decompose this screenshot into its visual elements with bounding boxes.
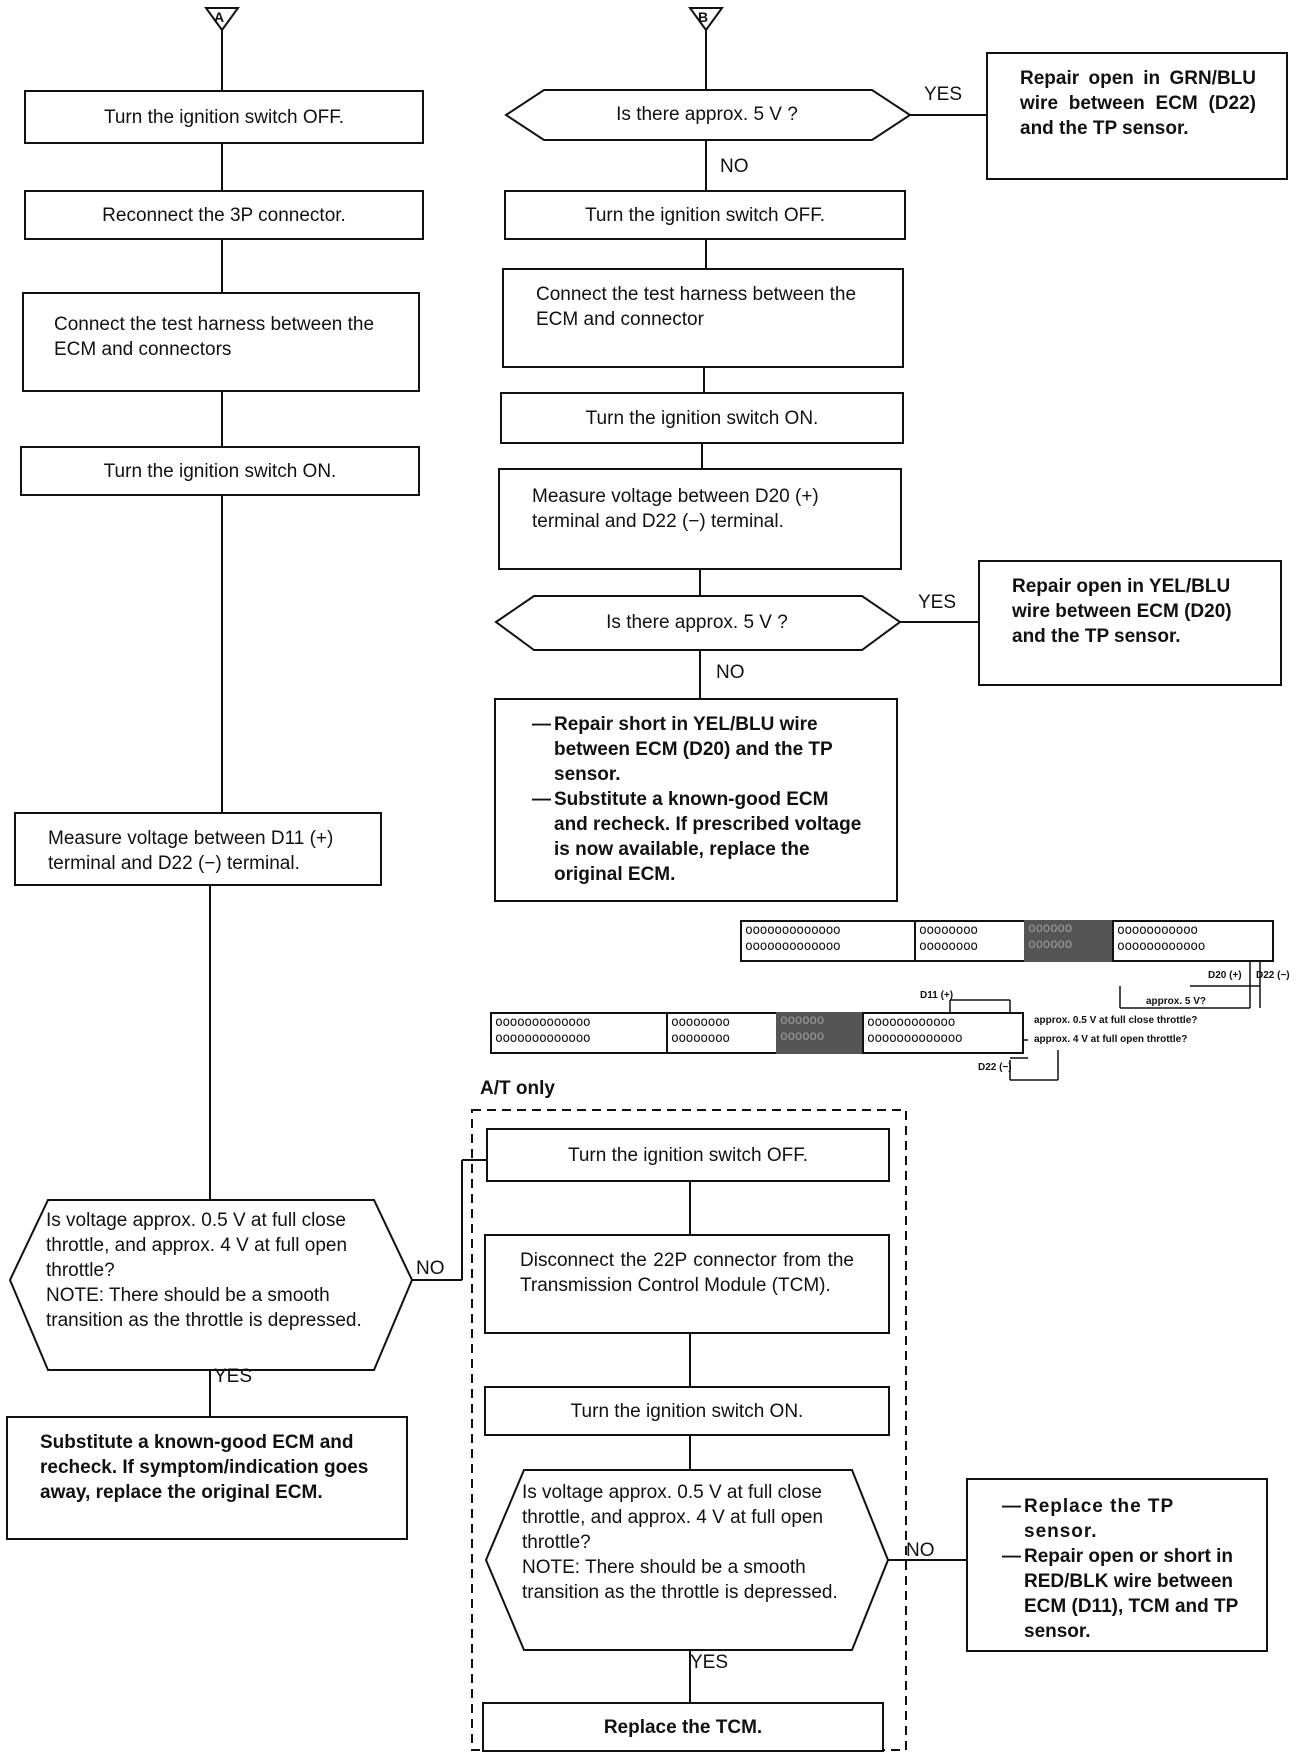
right-decision2-yes-label: YES bbox=[918, 592, 957, 613]
connector-top-s1-row2: ooooooooooooo bbox=[745, 939, 841, 954]
at-result-no-item-2: Repair open or short in RED/BLK wire bet… bbox=[1002, 1544, 1240, 1644]
connector-top: ooooooooooooo ooooooooooooo oooooooo ooo… bbox=[740, 920, 1274, 962]
at-decision-text: Is voltage approx. 0.5 V at full close t… bbox=[522, 1482, 838, 1603]
connector-top-shaded-section: oooooo oooooo bbox=[1024, 920, 1114, 962]
left-result-substitute-ecm: Substitute a known-good ECM and recheck.… bbox=[6, 1416, 408, 1540]
at-yes-label: YES bbox=[690, 1652, 729, 1673]
right-repair-yel-blu-open: Repair open in YEL/BLU wire between ECM … bbox=[978, 560, 1282, 686]
right-decision2-text: Is there approx. 5 V ? bbox=[606, 612, 788, 633]
at-result-replace-tcm: Replace the TCM. bbox=[482, 1702, 884, 1752]
connector-bottom-section-4: oooooooooooo ooooooooooooo bbox=[862, 1012, 1024, 1054]
right-result-item-1: Repair short in YEL/BLU wire between ECM… bbox=[532, 712, 866, 787]
left-decision-text: Is voltage approx. 0.5 V at full close t… bbox=[46, 1210, 362, 1331]
connector-top-s4-row1: ooooooooooo bbox=[1117, 923, 1198, 938]
connector-bottom-shaded-section: oooooo oooooo bbox=[776, 1012, 864, 1054]
right-result-repair-short: Repair short in YEL/BLU wire between ECM… bbox=[494, 698, 898, 902]
connector-bottom-s3-row2: oooooo bbox=[780, 1029, 824, 1044]
marker-a-triangle bbox=[204, 7, 240, 32]
connector-bottom-s4-row2: ooooooooooooo bbox=[867, 1031, 963, 1046]
marker-b-triangle bbox=[688, 7, 724, 32]
at-only-title: A/T only bbox=[480, 1078, 555, 1099]
connector-bottom-s2-row2: oooooooo bbox=[671, 1031, 730, 1046]
right-decision1-yes-label: YES bbox=[924, 84, 963, 105]
right-decision2-no-label: NO bbox=[716, 662, 745, 683]
connector-top-s3-row2: oooooo bbox=[1028, 937, 1072, 952]
connector-top-d22-label: D22 (−) bbox=[1256, 970, 1290, 981]
right-decision1-text: Is there approx. 5 V ? bbox=[616, 104, 798, 125]
connector-top-section-4: ooooooooooo oooooooooooo bbox=[1112, 920, 1274, 962]
right-step-measure-d20: Measure voltage between D20 (+) terminal… bbox=[498, 468, 902, 570]
connector-bottom-s2-row1: oooooooo bbox=[671, 1015, 730, 1030]
right-result-item-2: Substitute a known-good ECM and recheck.… bbox=[532, 787, 866, 887]
right-decision1-no-label: NO bbox=[720, 156, 749, 177]
connector-bottom-s4-row1: oooooooooooo bbox=[867, 1015, 955, 1030]
connector-top-note: approx. 5 V? bbox=[1146, 996, 1207, 1007]
connector-bottom-section-2: oooooooo oooooooo bbox=[666, 1012, 778, 1054]
connector-top-s4-row2: oooooooooooo bbox=[1117, 939, 1205, 954]
connector-top-s1-row1: ooooooooooooo bbox=[745, 923, 841, 938]
connector-top-s3-row1: oooooo bbox=[1028, 921, 1072, 936]
at-step-turn-off: Turn the ignition switch OFF. bbox=[486, 1128, 890, 1182]
at-step-disconnect-22p: Disconnect the 22P connector from the Tr… bbox=[484, 1234, 890, 1334]
connector-bottom-s1-row1: ooooooooooooo bbox=[495, 1015, 591, 1030]
right-step-connect-harness: Connect the test harness between the ECM… bbox=[502, 268, 904, 368]
right-step-turn-off: Turn the ignition switch OFF. bbox=[504, 190, 906, 240]
left-step-turn-off: Turn the ignition switch OFF. bbox=[24, 90, 424, 144]
marker-a-label: A bbox=[214, 9, 225, 25]
left-step-measure-d11: Measure voltage between D11 (+) terminal… bbox=[14, 812, 382, 886]
connector-top-s2-row2: oooooooo bbox=[919, 939, 978, 954]
at-decision-shape bbox=[484, 1469, 890, 1651]
connector-top-section-2: oooooooo oooooooo bbox=[914, 920, 1026, 962]
connector-bottom: ooooooooooooo ooooooooooooo oooooooo ooo… bbox=[490, 1012, 1024, 1054]
connector-bottom-d22-label: D22 (−) bbox=[978, 1062, 1012, 1073]
connector-top-d20-label: D20 (+) bbox=[1208, 970, 1242, 981]
connector-top-section-1: ooooooooooooo ooooooooooooo bbox=[740, 920, 916, 962]
connector-bottom-note-2: approx. 4 V at full open throttle? bbox=[1034, 1034, 1188, 1045]
at-result-replace-tp-sensor: Replace the TP sensor. Repair open or sh… bbox=[966, 1478, 1268, 1652]
at-result-no-item-1: Replace the TP sensor. bbox=[1002, 1494, 1240, 1544]
left-yes-label: YES bbox=[214, 1366, 253, 1387]
right-repair-grn-blu: Repair open in GRN/BLU wire between ECM … bbox=[986, 52, 1288, 180]
marker-b-label: B bbox=[698, 9, 709, 25]
connector-bottom-s3-row1: oooooo bbox=[780, 1013, 824, 1028]
connector-bottom-note-1: approx. 0.5 V at full close throttle? bbox=[1034, 1015, 1198, 1026]
at-no-label: NO bbox=[906, 1540, 935, 1561]
at-step-turn-on: Turn the ignition switch ON. bbox=[484, 1386, 890, 1436]
left-step-reconnect-3p: Reconnect the 3P connector. bbox=[24, 190, 424, 240]
right-decision2-shape bbox=[494, 595, 902, 651]
left-step-turn-on: Turn the ignition switch ON. bbox=[20, 446, 420, 496]
connector-bottom-d11-label: D11 (+) bbox=[920, 990, 954, 1001]
left-step-connect-harness: Connect the test harness between the ECM… bbox=[22, 292, 420, 392]
left-decision-shape bbox=[8, 1199, 414, 1371]
right-step-turn-on: Turn the ignition switch ON. bbox=[500, 392, 904, 444]
connector-top-s2-row1: oooooooo bbox=[919, 923, 978, 938]
left-no-label: NO bbox=[416, 1258, 445, 1279]
right-decision1-shape bbox=[504, 89, 912, 141]
connector-bottom-section-1: ooooooooooooo ooooooooooooo bbox=[490, 1012, 668, 1054]
connector-bottom-s1-row2: ooooooooooooo bbox=[495, 1031, 591, 1046]
